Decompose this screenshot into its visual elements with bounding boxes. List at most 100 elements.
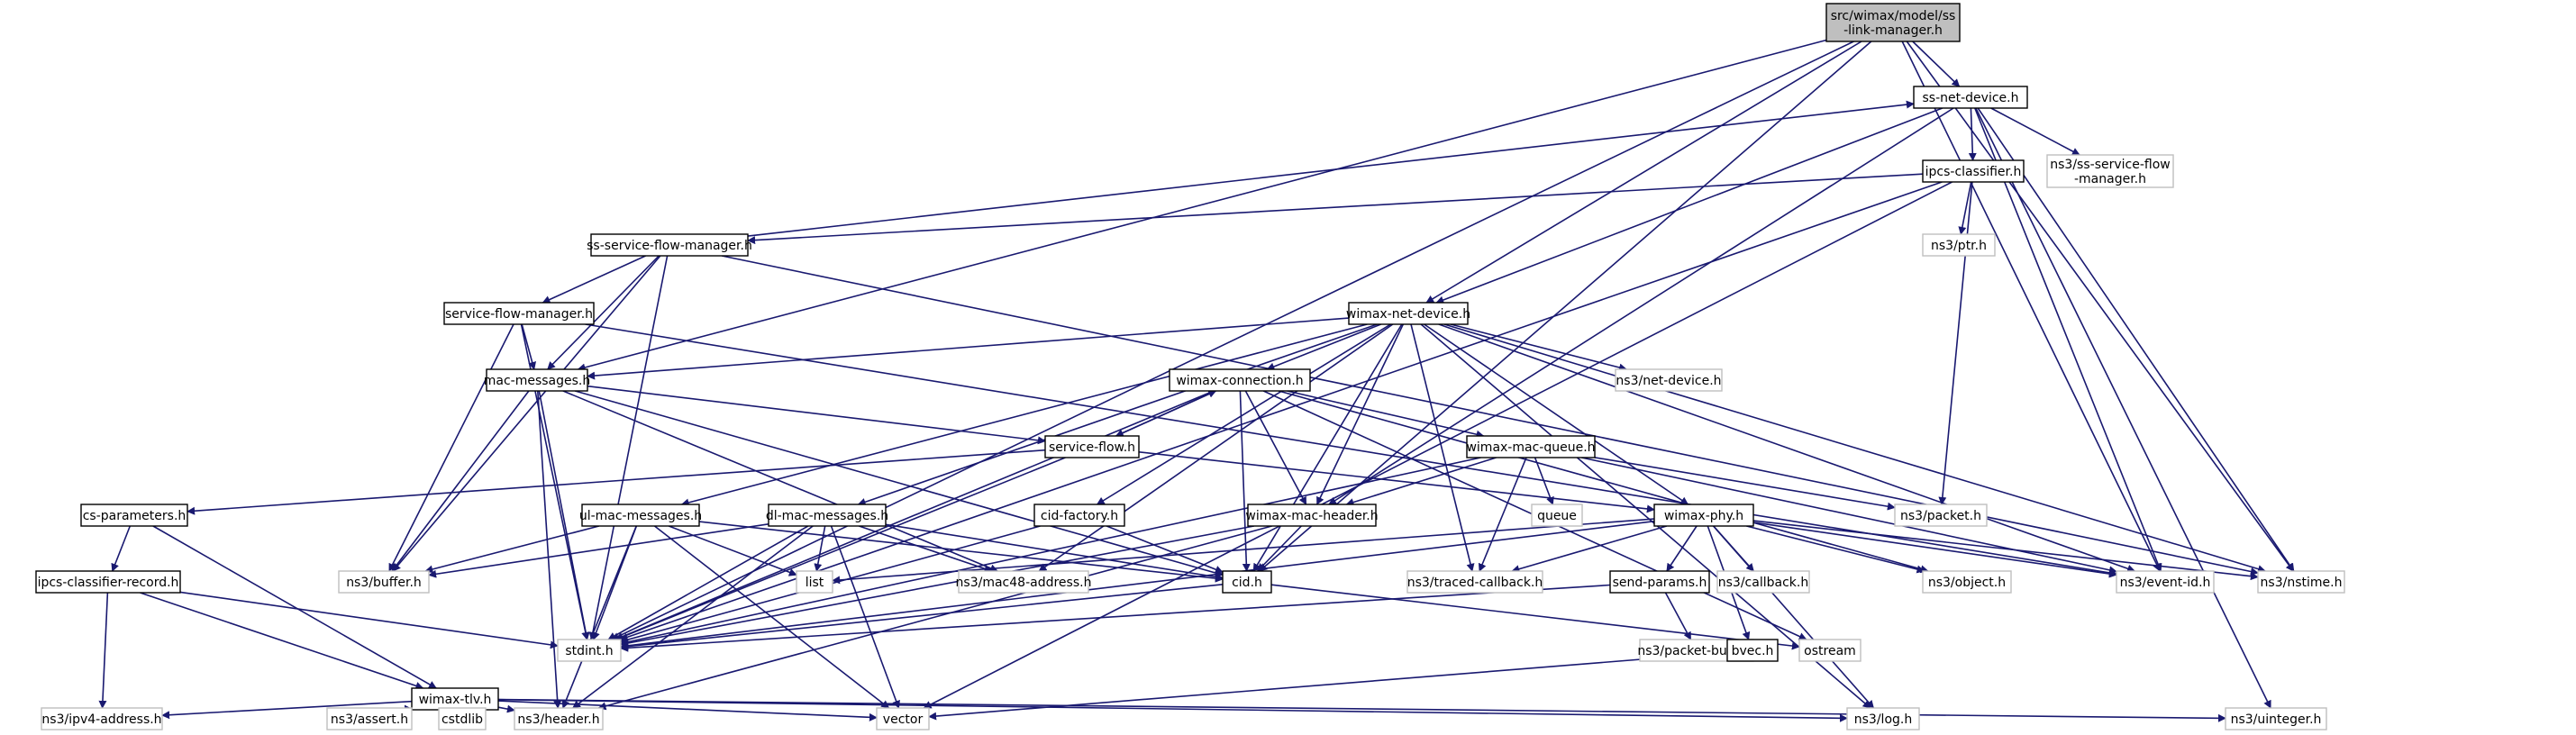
node-label: cs-parameters.h	[83, 509, 187, 523]
node-buffer: ns3/buffer.h	[338, 570, 430, 594]
node-sssfm[interactable]: ss-service-flow-manager.h	[587, 233, 752, 257]
node-root[interactable]: src/wimax/model/ss-link-manager.h	[1825, 3, 1961, 42]
node-box	[80, 504, 188, 527]
node-label: send-params.h	[1613, 576, 1707, 590]
node-box	[2225, 707, 2327, 730]
node-box	[514, 707, 604, 730]
node-cidh[interactable]: cid.h	[1222, 570, 1272, 594]
edge-wimaxnetdevice-to-macheader	[1315, 323, 1405, 505]
node-ulmac[interactable]: ul-mac-messages.h	[579, 504, 702, 527]
node-sssfm_ext: ns3/ss-service-flow-manager.h	[2046, 154, 2174, 188]
node-sfm[interactable]: service-flow-manager.h	[443, 302, 595, 325]
edge-root-to-eventid	[1901, 41, 2161, 572]
node-macheader[interactable]: wimax-mac-header.h	[1245, 504, 1379, 527]
node-label: ns3/ipv4-address.h	[41, 712, 161, 727]
node-label: ns3/callback.h	[1718, 576, 1808, 590]
edge-ssnetdevice-to-nstime	[1977, 107, 2295, 572]
edge-ssnetdevice-to-wimaxnetdevice	[1435, 107, 1943, 304]
node-box	[1894, 504, 1988, 527]
node-ipcs[interactable]: ipcs-classifier.h	[1922, 159, 2025, 183]
edge-wimaxnetdevice-to-dlmac	[857, 323, 1378, 506]
node-box	[2257, 570, 2345, 594]
edge-macmsg-to-header	[537, 390, 562, 709]
edge-wphy-to-object	[1746, 525, 1925, 574]
node-csparam[interactable]: cs-parameters.h	[80, 504, 188, 527]
edge-wimaxnetdevice-to-wconn	[1266, 323, 1381, 371]
node-label: service-flow-manager.h	[445, 307, 593, 322]
node-wconn[interactable]: wimax-connection.h	[1169, 368, 1311, 392]
edge-wimaxnetdevice-to-eventid	[1438, 323, 2136, 573]
node-box	[1247, 504, 1377, 527]
edge-sssfm-to-sfm	[542, 255, 646, 304]
node-label: mac-messages.h	[484, 374, 591, 388]
edge-ulmac-to-buffer	[424, 525, 600, 574]
node-label: src/wimax/model/ss	[1831, 9, 1956, 23]
node-ostream: ostream	[1798, 639, 1861, 662]
node-queue: queue	[1531, 504, 1583, 527]
node-vector: vector	[876, 707, 930, 730]
edge-ipcs-to-packet	[1938, 181, 1973, 505]
node-ssnetdevice[interactable]: ss-net-device.h	[1913, 86, 2028, 109]
node-ipv4: ns3/ipv4-address.h	[41, 707, 163, 730]
edge-ssnetdevice-to-uinteger	[1975, 107, 2271, 709]
node-label: ns3/net-device.h	[1616, 374, 1721, 388]
node-label: ns3/nstime.h	[2261, 576, 2343, 590]
edge-macqueue-to-traced	[1478, 457, 1527, 572]
edge-root-to-stdint	[611, 41, 1854, 640]
node-sflow[interactable]: service-flow.h	[1044, 435, 1140, 458]
edge-wphy-to-sendparams	[1666, 525, 1698, 572]
node-bvec[interactable]: bvec.h	[1726, 639, 1779, 662]
edge-sfm-to-eventid	[585, 323, 2117, 577]
edge-ipcs-to-sssfm	[747, 173, 1924, 245]
edge-cidh-to-ostream	[1270, 584, 1800, 650]
edge-sssfm-to-ssnetdevice	[747, 100, 1915, 237]
node-label: queue	[1537, 509, 1577, 523]
node-ipcsrec[interactable]: ipcs-classifier-record.h	[35, 570, 181, 594]
edge-ipcs-to-vector	[923, 181, 1952, 709]
edge-dlmac-to-list	[814, 525, 826, 572]
node-packet: ns3/packet.h	[1894, 504, 1988, 527]
node-mac48: ns3/mac48-address.h	[956, 570, 1091, 594]
node-uinteger: ns3/uinteger.h	[2225, 707, 2327, 730]
edge-wimaxnetdevice-to-wphy	[1424, 323, 1689, 505]
node-object: ns3/object.h	[1922, 570, 2012, 594]
node-cstdlib: cstdlib	[438, 707, 487, 730]
edge-wtlv-to-log	[497, 698, 1848, 722]
edge-ipcs-to-ptr	[1958, 181, 1972, 235]
node-macqueue[interactable]: wimax-mac-queue.h	[1466, 435, 1596, 458]
node-box	[768, 504, 887, 527]
node-ptr: ns3/ptr.h	[1922, 233, 1996, 257]
node-cidfactory[interactable]: cid-factory.h	[1033, 504, 1125, 527]
node-box	[2046, 154, 2174, 188]
node-label: ipcs-classifier-record.h	[38, 576, 179, 590]
edge-wimaxnetdevice-to-macmsg	[587, 317, 1350, 380]
node-box	[581, 504, 700, 527]
edge-dlmac-to-stdint	[607, 525, 809, 640]
edge-wphy-to-stdint	[620, 520, 1655, 650]
node-box	[1726, 639, 1779, 662]
edge-csparam-to-wtlv	[152, 525, 437, 689]
edge-wphy-to-nstime	[1752, 520, 2259, 581]
node-box	[438, 707, 487, 730]
edge-macmsg-to-stdint	[538, 390, 590, 640]
edge-wphy-to-traced	[1511, 525, 1668, 574]
edge-sendparams-to-packetburst	[1664, 592, 1692, 640]
edge-macqueue-to-macheader	[1345, 457, 1497, 506]
node-box	[1033, 504, 1125, 527]
node-wtlv[interactable]: wimax-tlv.h	[411, 687, 499, 711]
node-macmsg[interactable]: mac-messages.h	[484, 368, 591, 392]
node-wimaxnetdevice[interactable]: wimax-net-device.h	[1346, 302, 1470, 325]
node-box	[1609, 570, 1710, 594]
node-box	[486, 368, 588, 392]
edge-ipcsrec-to-ipv4	[98, 592, 109, 709]
node-label: wimax-mac-queue.h	[1466, 440, 1595, 455]
node-box	[35, 570, 181, 594]
node-wphy[interactable]: wimax-phy.h	[1653, 504, 1754, 527]
edge-wphy-to-eventid	[1752, 522, 2117, 578]
edge-wimaxnetdevice-to-nstime	[1443, 323, 2266, 573]
file-nodes: src/wimax/model/ss-link-manager.h ss-net-…	[35, 3, 2345, 730]
node-dlmac[interactable]: dl-mac-messages.h	[766, 504, 888, 527]
node-header: ns3/header.h	[514, 707, 604, 730]
node-sendparams[interactable]: send-params.h	[1609, 570, 1710, 594]
edge-wtlv-to-ipv4	[161, 700, 413, 720]
